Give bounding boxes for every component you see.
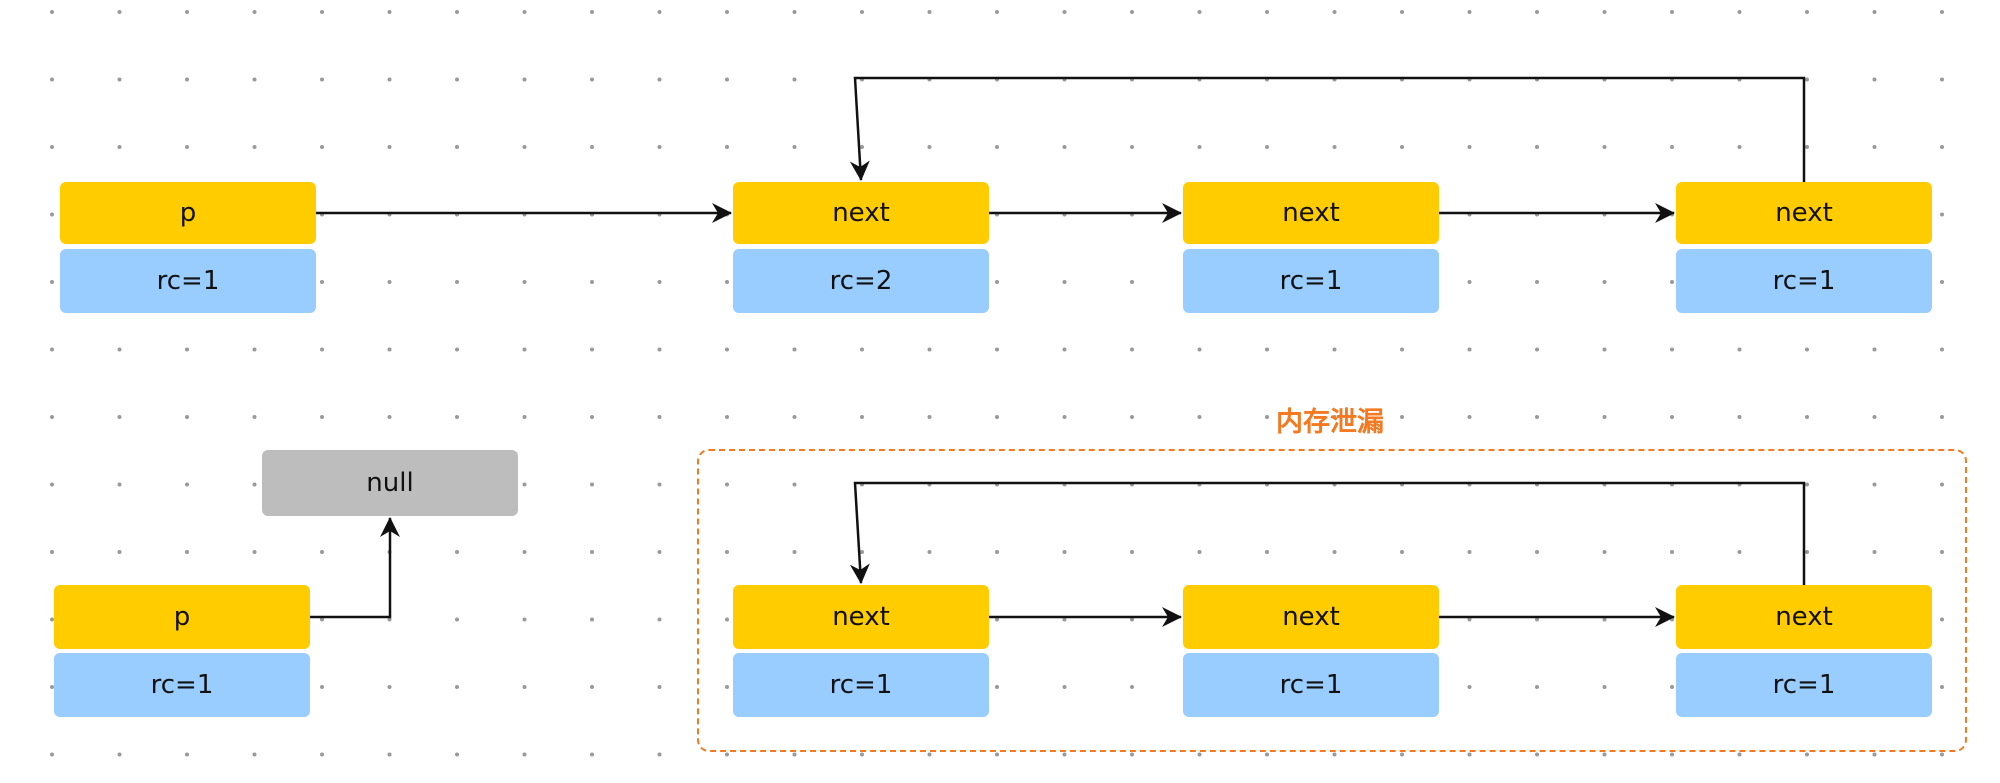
top-node-3-refcount: rc=1	[1676, 249, 1932, 313]
top-pointer-label: p	[60, 182, 316, 244]
top-node-3-next: next	[1676, 182, 1932, 244]
bottom-node-3-refcount: rc=1	[1676, 653, 1932, 717]
bottom-pointer-label: p	[54, 585, 310, 649]
top-node-2-next: next	[1183, 182, 1439, 244]
top-node-2-refcount: rc=1	[1183, 249, 1439, 313]
memory-leak-label: 内存泄漏	[1276, 407, 1384, 438]
bottom-node-1-refcount: rc=1	[733, 653, 989, 717]
top-pointer-refcount: rc=1	[60, 249, 316, 313]
bottom-node-2-next: next	[1183, 585, 1439, 649]
bottom-node-2-refcount: rc=1	[1183, 653, 1439, 717]
bottom-node-3-next: next	[1676, 585, 1932, 649]
bottom-pointer-refcount: rc=1	[54, 653, 310, 717]
null-node: null	[262, 450, 518, 516]
memory-leak-region	[697, 449, 1967, 752]
top-node-1-refcount: rc=2	[733, 249, 989, 313]
top-node-1-next: next	[733, 182, 989, 244]
bottom-node-1-next: next	[733, 585, 989, 649]
